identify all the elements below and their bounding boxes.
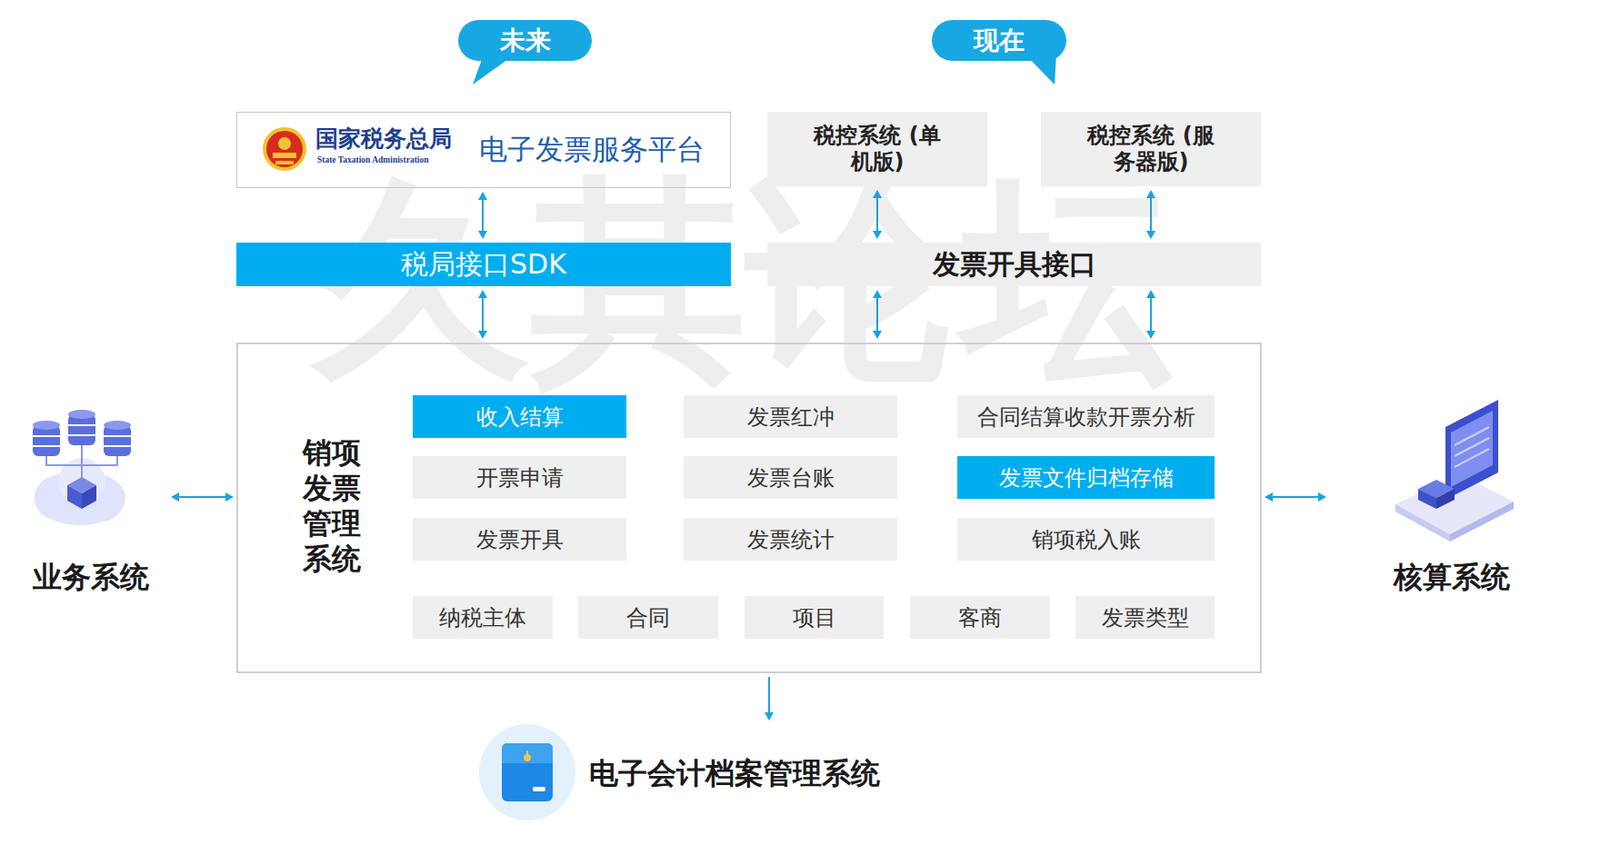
node-label: 发票类型 <box>1101 603 1190 633</box>
database-cloud-icon <box>32 410 131 526</box>
system-box: 税控系统 (服务器版) <box>1040 111 1261 187</box>
master-data-box: 纳税主体 <box>412 596 553 640</box>
node-label: 业务系统 <box>13 558 169 599</box>
node-label: 税控系统 (单机版) <box>807 122 948 176</box>
node-label: 电子会计档案管理系统 <box>589 754 880 795</box>
function-box: 销项税入账 <box>957 518 1215 561</box>
arrow-connector <box>170 492 234 502</box>
arrow-head <box>225 492 234 502</box>
function-box: 开票申请 <box>412 456 627 500</box>
connector-line <box>768 677 770 715</box>
function-box: 合同结算收款开票分析 <box>957 395 1215 439</box>
function-box: 发票红冲 <box>683 395 898 439</box>
system-node: 核算系统 <box>1329 404 1575 600</box>
interface-band: 税局接口SDK <box>236 242 731 287</box>
connector-line <box>1270 496 1320 499</box>
node-label: 合同结算收款开票分析 <box>977 402 1196 432</box>
master-data-box: 客商 <box>910 596 1050 640</box>
system-box: 税控系统 (单机版) <box>767 111 988 187</box>
node-label: 税控系统 (服务器版) <box>1080 122 1221 176</box>
master-data-box: 发票类型 <box>1075 596 1215 640</box>
node-label: 核算系统 <box>1329 558 1575 599</box>
master-data-box: 项目 <box>744 596 884 640</box>
node-label: 项目 <box>792 603 837 633</box>
master-data-box: 合同 <box>578 596 719 640</box>
system-node: 电子会计档案管理系统 <box>472 724 919 825</box>
system-container: 销项 发票 管理 系统 收入结算 发票红冲 合同结算收款开票分析开票申请 发票台账 发票文… <box>236 342 1262 674</box>
node-label: 电子发票服务平台 <box>479 130 705 170</box>
function-box: 收入结算 <box>412 395 627 439</box>
computer-icon <box>1395 400 1514 542</box>
tax-emblem <box>262 127 307 171</box>
function-box: 发票台账 <box>683 456 898 500</box>
node-label: 开票申请 <box>476 463 564 493</box>
node-label: 未来 <box>500 23 551 59</box>
arrow-head <box>1318 492 1327 502</box>
connector-line <box>177 496 228 499</box>
node-label: 发票台账 <box>747 463 835 493</box>
node-label: 发票红冲 <box>747 402 835 432</box>
function-box: 发票开具 <box>412 518 627 561</box>
node-label: 发票文件归档存储 <box>999 463 1174 493</box>
node-label: 发票开具接口 <box>932 246 1097 284</box>
node-label: 纳税主体 <box>439 603 527 633</box>
node-label: 客商 <box>958 603 1002 633</box>
node-label: 发票统计 <box>747 525 835 555</box>
function-box: 发票文件归档存储 <box>957 456 1215 500</box>
node-label: 收入结算 <box>476 402 564 432</box>
arrow-connector <box>764 677 774 721</box>
node-label: 发票开具 <box>476 525 564 555</box>
node-label: 现在 <box>973 23 1025 59</box>
interface-band: 发票开具接口 <box>767 242 1261 287</box>
node-label: 销项 发票 管理 系统 <box>300 435 364 578</box>
node-label: 合同 <box>626 603 670 633</box>
node-label: State Taxation Administration <box>317 155 429 165</box>
node-label: 税局接口SDK <box>400 246 567 284</box>
archive-folder-icon <box>479 724 576 821</box>
callout-bubble: 现在 <box>931 20 1067 61</box>
arrow-head <box>170 492 180 502</box>
arrow-head <box>1264 492 1273 502</box>
arrow-connector <box>1264 492 1327 502</box>
system-node: 业务系统 <box>13 404 169 600</box>
platform-box: 国家税务总局State Taxation Administration 电子发票服… <box>236 111 731 189</box>
arrow-head <box>764 712 774 721</box>
function-box: 发票统计 <box>683 518 898 561</box>
node-label: 销项税入账 <box>1031 525 1141 555</box>
node-label: 国家税务总局 <box>315 123 452 154</box>
callout-bubble: 未来 <box>458 20 592 61</box>
